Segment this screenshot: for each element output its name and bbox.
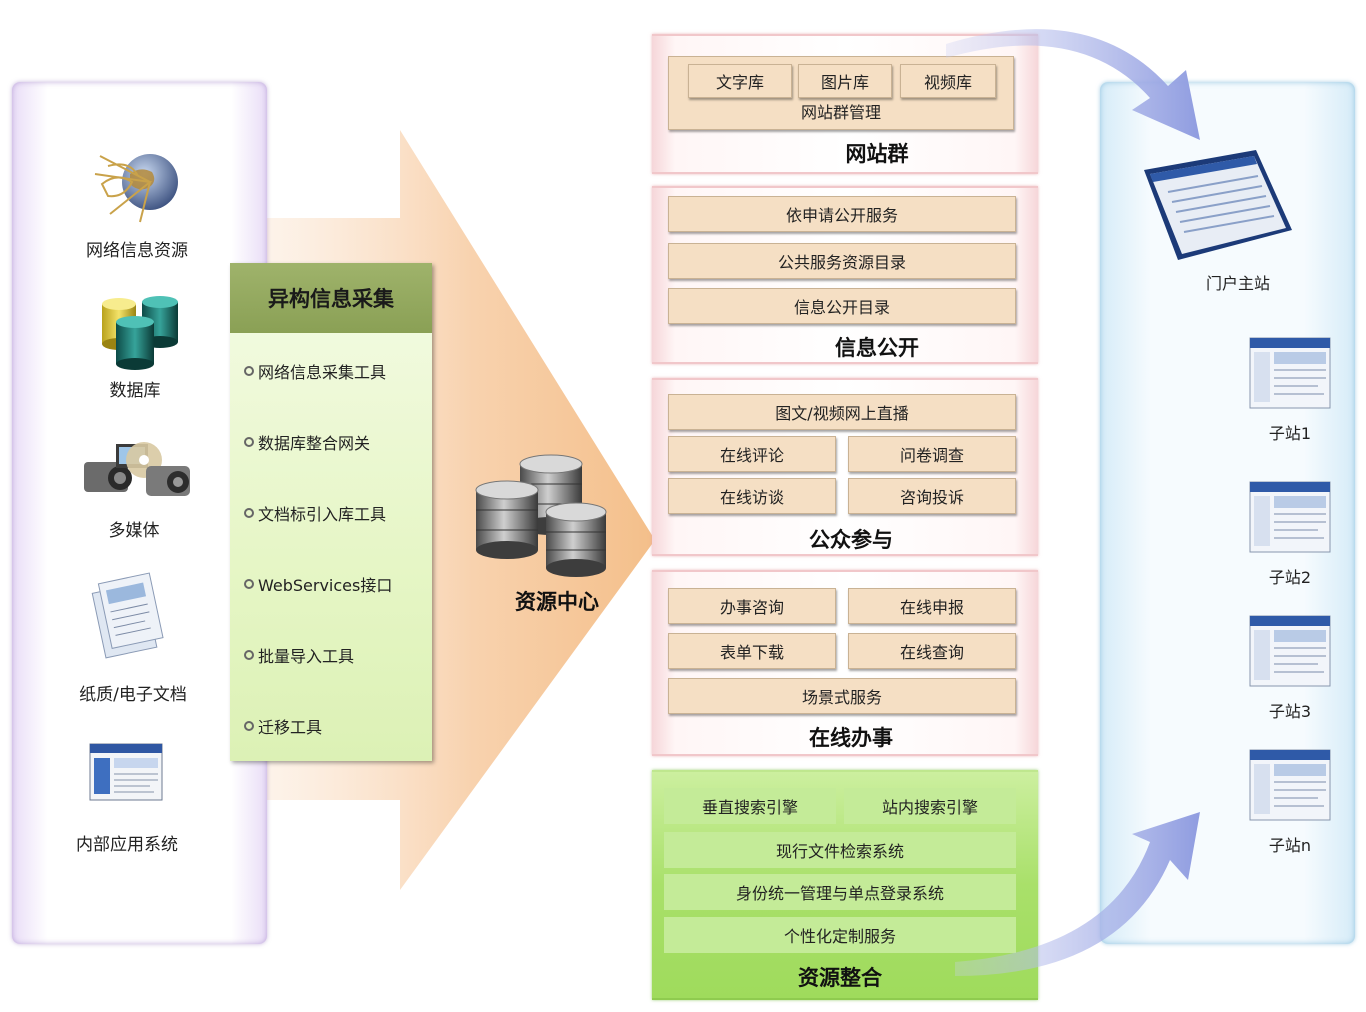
- section-info-public: 依申请公开服务 公共服务资源目录 信息公开目录 信息公开: [652, 186, 1038, 364]
- site-group-management-label: 网站群管理: [800, 103, 881, 122]
- documents-icon: [91, 572, 164, 659]
- online-service-box: 场景式服务: [668, 678, 1016, 714]
- database-icon: [102, 296, 178, 370]
- bullet-icon: [244, 650, 254, 660]
- bullet-icon: [244, 721, 254, 731]
- section-title-participation: 公众参与: [809, 528, 893, 552]
- section-title-info-public: 信息公开: [835, 336, 919, 360]
- subsite-screen-icon: [1249, 749, 1331, 821]
- network-globe-icon: [94, 154, 178, 223]
- participation-box: 咨询投诉: [848, 478, 1016, 514]
- collection-item: 文档标引入库工具: [244, 501, 386, 525]
- participation-box: 在线评论: [668, 436, 836, 472]
- subsite-screen-icon: [1249, 481, 1331, 553]
- online-service-box: 在线申报: [848, 588, 1016, 624]
- resource-center-label: 资源中心: [515, 590, 599, 614]
- collection-item: 数据库整合网关: [244, 430, 370, 454]
- collection-item: 迁移工具: [244, 714, 322, 738]
- online-service-box: 表单下载: [668, 633, 836, 669]
- section-title-online-service: 在线办事: [809, 726, 893, 750]
- video-library-box: 视频库: [900, 64, 996, 98]
- info-public-box: 依申请公开服务: [668, 196, 1016, 232]
- collection-item: 网络信息采集工具: [244, 359, 386, 383]
- participation-box: 图文/视频网上直播: [668, 394, 1016, 430]
- integration-box: 站内搜索引擎: [844, 788, 1016, 824]
- info-public-box: 公共服务资源目录: [668, 243, 1016, 279]
- integration-box: 个性化定制服务: [664, 917, 1016, 953]
- bullet-icon: [244, 437, 254, 447]
- collection-panel: 异构信息采集 网络信息采集工具 数据库整合网关 文档标引入库工具 WebServ…: [230, 263, 432, 761]
- application-window-icon: [89, 743, 163, 801]
- bullet-icon: [244, 579, 254, 589]
- section-title-site-group: 网站群: [845, 142, 909, 166]
- subsite-label: 子站n: [1268, 836, 1312, 855]
- bullet-icon: [244, 508, 254, 518]
- resource-center-icon: [475, 454, 607, 577]
- online-service-box: 在线查询: [848, 633, 1016, 669]
- subsite-screen-icon: [1249, 615, 1331, 687]
- integration-box: 垂直搜索引擎: [664, 788, 836, 824]
- sources-panel: 网络信息资源 数据库 多媒体 纸质/电子文档: [12, 82, 267, 944]
- image-library-box: 图片库: [798, 64, 892, 98]
- collection-item: 批量导入工具: [244, 643, 354, 667]
- integration-box: 身份统一管理与单点登录系统: [664, 874, 1016, 910]
- collection-title: 异构信息采集: [230, 263, 432, 333]
- subsite-label: 子站3: [1268, 702, 1312, 721]
- info-public-box: 信息公开目录: [668, 288, 1016, 324]
- portal-main-label: 门户主站: [1205, 274, 1270, 293]
- section-participation: 图文/视频网上直播 在线评论 问卷调查 在线访谈 咨询投诉 公众参与: [652, 378, 1038, 556]
- collection-item: WebServices接口: [244, 572, 392, 596]
- participation-box: 问卷调查: [848, 436, 1016, 472]
- section-title-integration: 资源整合: [798, 966, 882, 990]
- portal-main-screen-icon: [1144, 150, 1292, 260]
- subsite-label: 子站1: [1268, 424, 1312, 443]
- source-label-network: 网络信息资源: [86, 241, 188, 261]
- online-service-box: 办事咨询: [668, 588, 836, 624]
- text-library-box: 文字库: [688, 64, 792, 98]
- source-label-multimedia: 多媒体: [108, 521, 160, 541]
- multimedia-devices-icon: [84, 442, 190, 496]
- integration-box: 现行文件检索系统: [664, 832, 1016, 868]
- section-online-service: 办事咨询 在线申报 表单下载 在线查询 场景式服务 在线办事: [652, 570, 1038, 756]
- source-label-database: 数据库: [109, 381, 161, 401]
- source-label-internal-apps: 内部应用系统: [76, 835, 178, 855]
- section-integration: 垂直搜索引擎 站内搜索引擎 现行文件检索系统 身份统一管理与单点登录系统 个性化…: [652, 770, 1038, 1000]
- subsite-screen-icon: [1249, 337, 1331, 409]
- source-label-documents: 纸质/电子文档: [79, 685, 187, 705]
- bullet-icon: [244, 366, 254, 376]
- subsite-label: 子站2: [1268, 568, 1312, 587]
- portal-panel: 门户主站 子站1 子站2 子站3 子站n: [1100, 82, 1355, 944]
- section-site-group: 网站群管理 文字库 图片库 视频库 网站群: [652, 34, 1038, 174]
- participation-box: 在线访谈: [668, 478, 836, 514]
